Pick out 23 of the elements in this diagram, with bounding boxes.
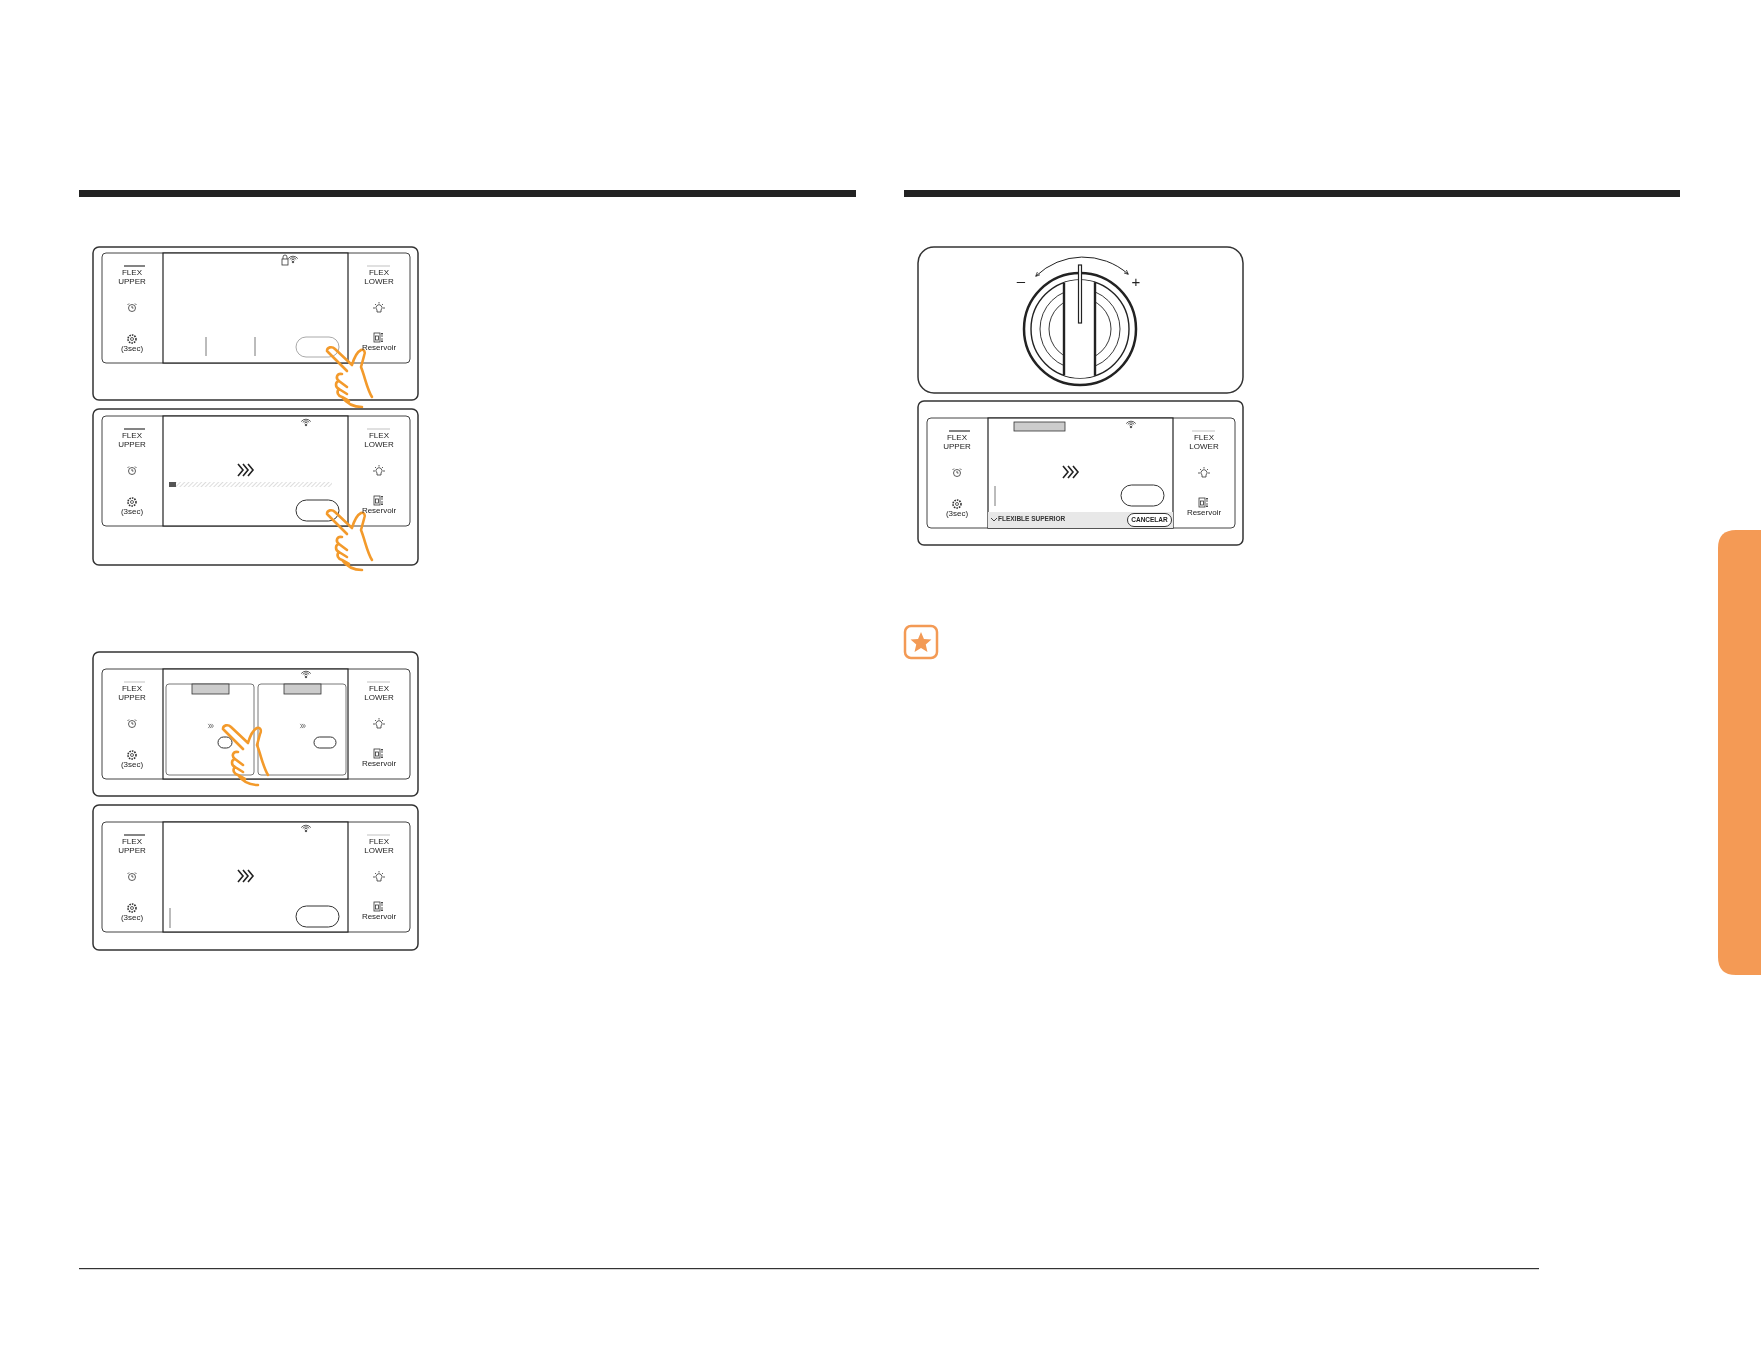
panel-label: Reservoir	[360, 913, 398, 922]
panel-label: FLEX UPPER	[117, 432, 147, 450]
knob-sign: –	[1015, 273, 1027, 288]
section-tab	[1718, 530, 1761, 975]
panel-label: (3sec)	[119, 508, 145, 517]
panel-label: Reservoir	[1185, 509, 1223, 518]
panel-label: Reservoir	[360, 507, 398, 516]
panel-label: (3sec)	[119, 761, 145, 770]
panel-label: Reservoir	[360, 760, 398, 769]
panel-label: Reservoir	[360, 344, 398, 353]
panel-label: (3sec)	[119, 914, 145, 923]
panel-label: FLEX LOWER	[1188, 434, 1220, 452]
panel-label: (3sec)	[119, 345, 145, 354]
panel-label: FLEX UPPER	[942, 434, 972, 452]
panel-label: FLEX LOWER	[363, 432, 395, 450]
panel-label: FLEX LOWER	[363, 838, 395, 856]
panel-label: (3sec)	[944, 510, 970, 519]
panel-label: FLEX UPPER	[117, 685, 147, 703]
panel-label: FLEX LOWER	[363, 685, 395, 703]
panel-label: FLEX UPPER	[117, 838, 147, 856]
panel-label: FLEX LOWER	[363, 269, 395, 287]
panel-label: FLEX UPPER	[117, 269, 147, 287]
knob-sign: +	[1130, 274, 1142, 289]
